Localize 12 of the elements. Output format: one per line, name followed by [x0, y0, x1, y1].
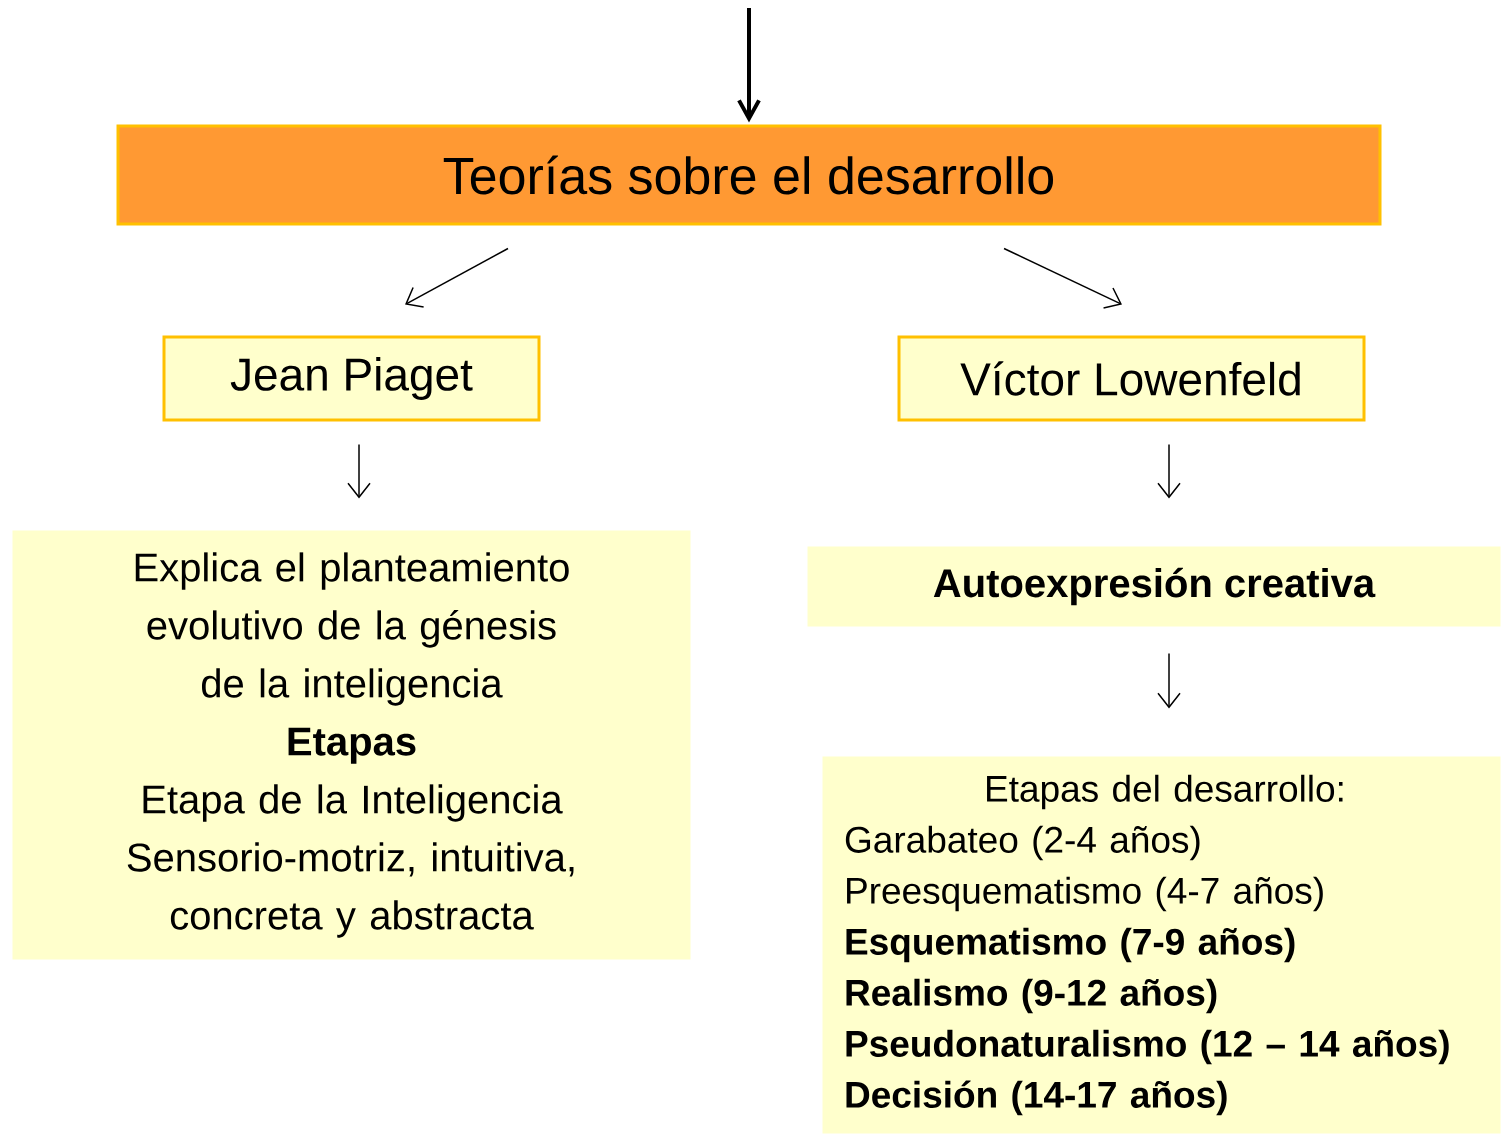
arrow [1157, 443, 1181, 499]
arrow [1157, 652, 1181, 709]
name-box: Jean Piaget [162, 335, 541, 422]
arrow [405, 247, 509, 308]
title-box: Teorías sobre el desarrollo [116, 124, 1382, 226]
concept-box: Autoexpresión creativa [807, 546, 1501, 627]
arrow [737, 8, 761, 123]
description-box: Explica el planteamiento evolutivo de la génesis de la inteligencia Etapas Etapa de la Inteligencia Sensorio-motriz, intuitiva, concreta y abstracta [12, 530, 691, 960]
name-box: Víctor Lowenfeld [897, 335, 1366, 422]
arrow [1003, 247, 1122, 309]
stages-box: Etapas del desarrollo: Garabateo (2-4 años) Preesquematismo (4-7 años) Esquematismo (7-9 años) Realismo (9-12 años) Pseudonaturalismo (12 – 14 años) Decisión (14-17 años) [822, 756, 1501, 1134]
arrow [347, 443, 371, 499]
